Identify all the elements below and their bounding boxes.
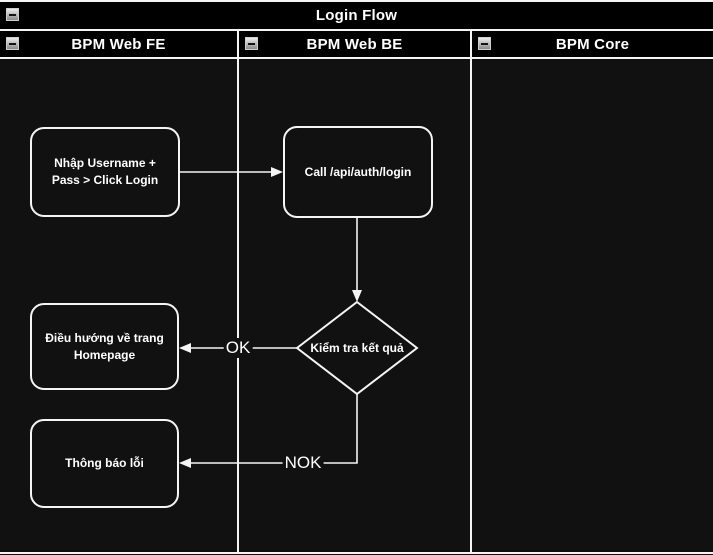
node-enter-credentials[interactable]: Nhập Username + Pass > Click Login	[30, 127, 180, 217]
node-label: Kiểm tra kết quả	[310, 341, 404, 355]
minus-glyph	[481, 42, 488, 45]
pool-top-border	[0, 0, 713, 2]
lane-be-collapse-minus-icon[interactable]	[245, 37, 258, 50]
node-check-result-label[interactable]: Kiểm tra kết quả	[297, 302, 417, 394]
node-label: Thông báo lỗi	[65, 456, 144, 470]
minus-glyph	[9, 42, 16, 45]
lane-core-collapse-minus-icon[interactable]	[478, 37, 491, 50]
node-label: Điều hướng về trang Homepage	[45, 330, 164, 362]
pool-collapse-minus-icon[interactable]	[6, 8, 19, 21]
node-redirect-homepage[interactable]: Điều hướng về trang Homepage	[30, 303, 179, 390]
minus-glyph	[9, 13, 16, 16]
pool-bottom-border	[0, 552, 713, 554]
lane-label: BPM Web FE	[71, 35, 166, 53]
lane-label: BPM Web BE	[306, 35, 403, 53]
node-show-error[interactable]: Thông báo lỗi	[30, 419, 179, 508]
pool-title: Login Flow	[315, 7, 398, 24]
lane-header-bpm-web-be[interactable]: BPM Web BE	[239, 31, 470, 57]
lane-divider-1	[237, 31, 239, 553]
arrowhead-right-icon	[271, 167, 283, 177]
lane-label: BPM Core	[555, 35, 630, 53]
arrowhead-left-icon	[179, 343, 191, 353]
arrowhead-left-icon	[179, 458, 191, 468]
edge-call-to-check[interactable]	[352, 218, 362, 302]
edge-label-nok[interactable]: NOK	[282, 453, 324, 473]
lane-header-bpm-core[interactable]: BPM Core	[472, 31, 713, 57]
lane-fe-collapse-minus-icon[interactable]	[6, 37, 19, 50]
pool-title-bar[interactable]: Login Flow	[0, 2, 713, 29]
edge-enter-to-call[interactable]	[180, 167, 283, 177]
edge-check-nok-to-error[interactable]	[179, 394, 358, 468]
node-call-login-api[interactable]: Call /api/auth/login	[283, 126, 433, 218]
lane-header-bpm-web-fe[interactable]: BPM Web FE	[0, 31, 237, 57]
lane-header-bottom-line	[0, 57, 713, 59]
edge-label-ok[interactable]: OK	[223, 338, 253, 358]
arrowhead-down-icon	[352, 290, 362, 302]
node-label: Call /api/auth/login	[304, 164, 412, 179]
lane-divider-2	[470, 31, 472, 553]
title-divider-line	[0, 29, 713, 31]
node-label: Nhập Username + Pass > Click Login	[51, 156, 159, 187]
minus-glyph	[248, 42, 255, 45]
